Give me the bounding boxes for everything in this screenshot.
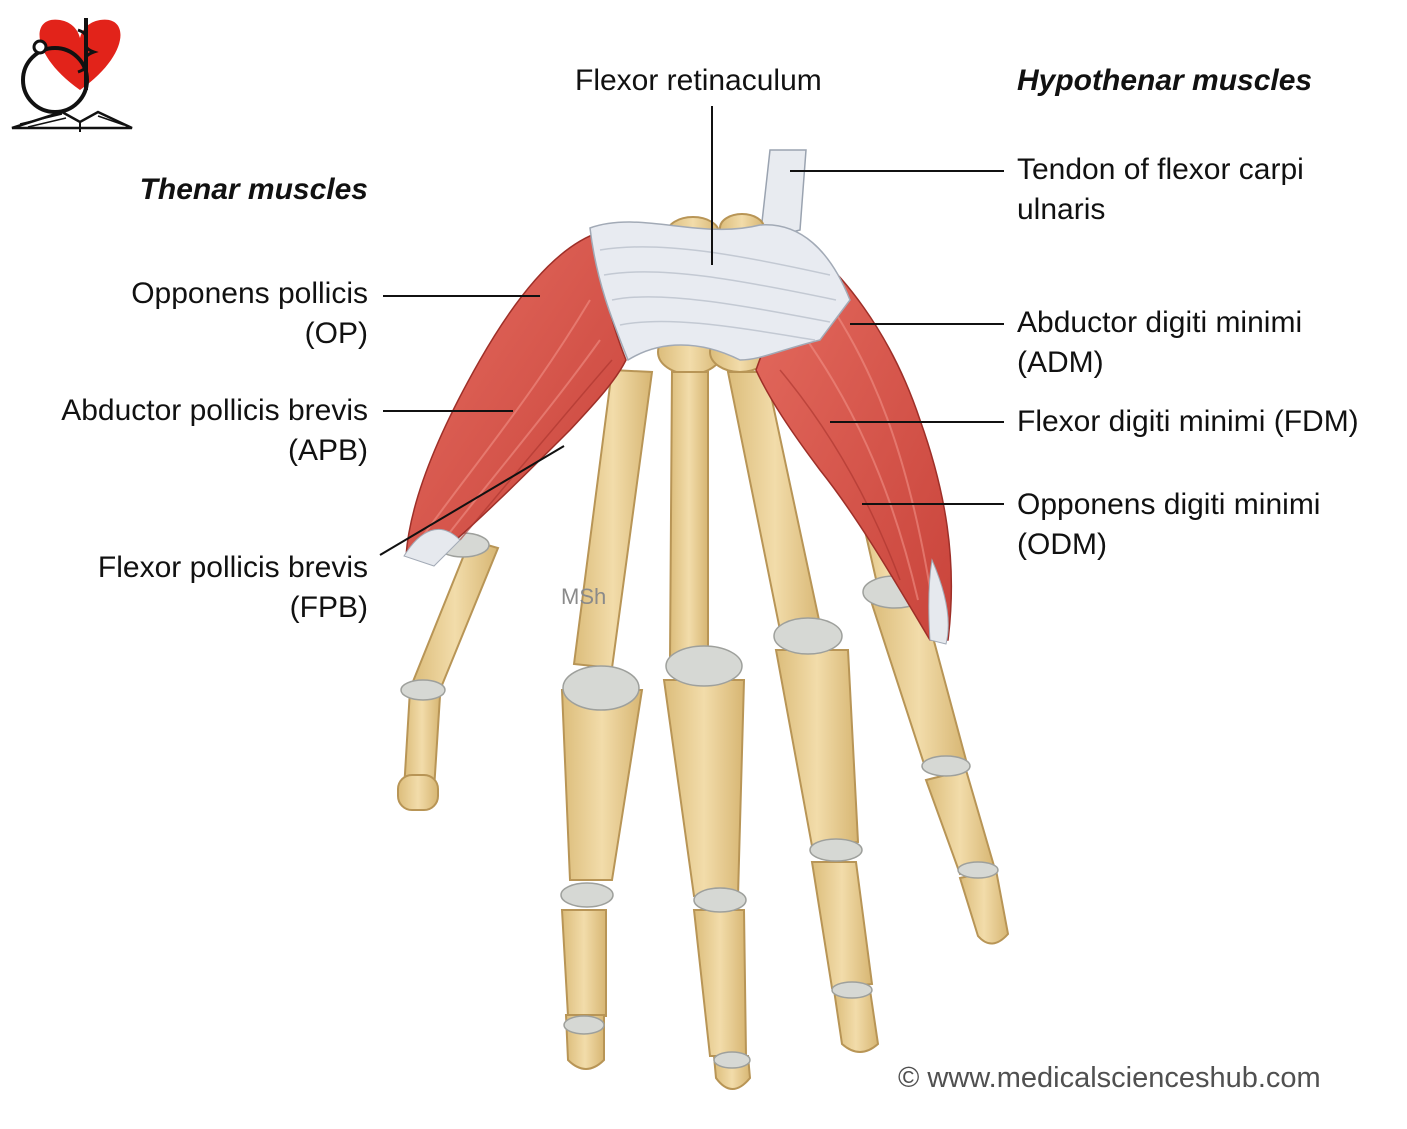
leader-lines — [379, 106, 1004, 556]
flexor-retinaculum-label: Flexor retinaculum — [575, 64, 822, 97]
fdm-label: Flexor digiti minimi (FDM) — [1017, 405, 1359, 438]
fpb-label: Flexor pollicis brevis (FPB) — [97, 551, 368, 624]
site-logo — [11, 18, 133, 132]
apb-label: Abductor pollicis brevis (APB) — [61, 394, 368, 467]
fcu-tendon — [759, 149, 807, 241]
op-label: Opponens pollicis (OP) — [131, 277, 368, 350]
hypothenar-header: Hypothenar muscles — [1017, 64, 1313, 97]
flexor-retinaculum-band — [589, 221, 851, 362]
thenar-tendon-blend — [403, 529, 461, 567]
odm-label: Opponens digiti minimi (ODM) — [1017, 488, 1321, 561]
copyright-text: © www.medicalscienceshub.com — [898, 1062, 1321, 1094]
adm-label: Abductor digiti minimi (ADM) — [1017, 306, 1303, 379]
hypothenar-tendon-blend — [928, 558, 949, 645]
watermark: MSh — [561, 584, 607, 609]
thenar-muscles — [405, 230, 627, 561]
tendon-fcu-label: Tendon of flexor carpi ulnaris — [1017, 153, 1304, 226]
thenar-header: Thenar muscles — [139, 173, 368, 206]
